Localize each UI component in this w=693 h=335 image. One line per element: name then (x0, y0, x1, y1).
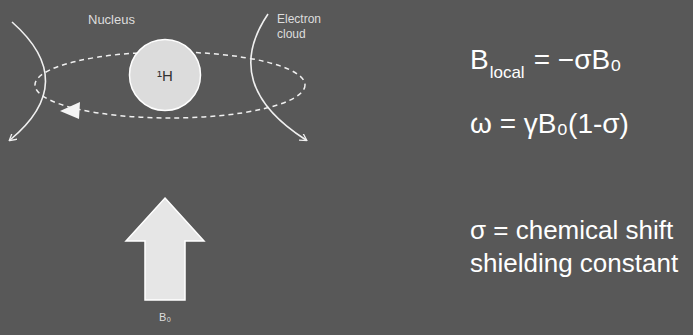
field-arrow (126, 198, 204, 300)
equation-subscript: local (490, 63, 525, 83)
equation-text: B (470, 44, 489, 76)
definition-text: σ = chemical shift shielding constant (470, 214, 684, 280)
equation-text: = −σB₀ (534, 44, 622, 76)
field-label: B₀ (159, 311, 171, 324)
equation-text: ω = γB₀(1-σ) (470, 108, 629, 140)
nucleus-label: ¹H (128, 38, 202, 112)
nucleus-circle: ¹H (128, 38, 202, 112)
part-label: Nucleus (88, 13, 135, 28)
field-line (10, 22, 46, 140)
circulation-arrowhead (60, 102, 80, 119)
part-label: Electron cloud (277, 12, 329, 42)
